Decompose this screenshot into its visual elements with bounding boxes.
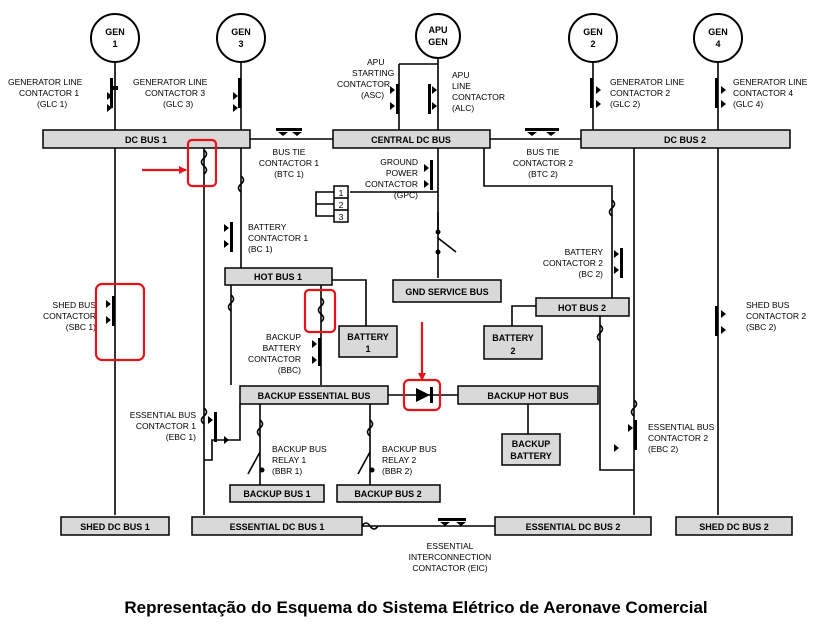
svg-text:BACKUP BUS 1: BACKUP BUS 1 xyxy=(243,489,310,499)
generator-gen-1: GEN 1 xyxy=(90,13,140,63)
svg-text:4: 4 xyxy=(715,39,720,49)
svg-text:APU: APU xyxy=(428,25,447,35)
svg-text:GEN: GEN xyxy=(105,27,125,37)
svg-text:BACKUP: BACKUP xyxy=(512,439,551,449)
bus-central-dc-bus: CENTRAL DC BUS xyxy=(332,129,491,149)
generator-gen-3: GEN 3 xyxy=(216,13,266,63)
svg-text:1: 1 xyxy=(112,39,117,49)
bus-backup-hot-bus: BACKUP HOT BUS xyxy=(457,385,599,405)
generator-apu: APU GEN xyxy=(415,13,461,59)
svg-text:1: 1 xyxy=(339,188,344,198)
generator-gen-4: GEN 4 xyxy=(693,13,743,63)
svg-text:DC BUS 2: DC BUS 2 xyxy=(664,135,706,145)
svg-text:2: 2 xyxy=(590,39,595,49)
svg-text:2: 2 xyxy=(339,200,344,210)
bus-backup-bus-1: BACKUP BUS 1 xyxy=(229,484,325,503)
battery-1: BATTERY 1 xyxy=(338,325,398,358)
fuse-symbols xyxy=(200,149,638,530)
svg-text:BACKUP ESSENTIAL BUS: BACKUP ESSENTIAL BUS xyxy=(258,391,371,401)
svg-text:GEN: GEN xyxy=(231,27,251,37)
svg-text:ESSENTIAL DC BUS 1: ESSENTIAL DC BUS 1 xyxy=(230,522,325,532)
bus-hot-bus-2: HOT BUS 2 xyxy=(535,297,630,317)
svg-text:2: 2 xyxy=(510,346,515,356)
bus-essential-dc-bus-1: ESSENTIAL DC BUS 1 xyxy=(191,516,363,536)
red-annotations xyxy=(94,138,442,412)
bus-shed-dc-bus-1: SHED DC BUS 1 xyxy=(60,516,170,536)
svg-text:GEN: GEN xyxy=(428,37,448,47)
svg-text:GND SERVICE BUS: GND SERVICE BUS xyxy=(405,287,488,297)
svg-text:1: 1 xyxy=(365,344,370,354)
svg-text:GEN: GEN xyxy=(583,27,603,37)
bus-essential-dc-bus-2: ESSENTIAL DC BUS 2 xyxy=(494,516,652,536)
svg-text:ESSENTIAL DC BUS 2: ESSENTIAL DC BUS 2 xyxy=(526,522,621,532)
svg-text:3: 3 xyxy=(339,212,344,222)
bus-backup-bus-2: BACKUP BUS 2 xyxy=(336,484,441,503)
bus-dc-bus-2: DC BUS 2 xyxy=(580,129,791,149)
bus-backup-essential-bus: BACKUP ESSENTIAL BUS xyxy=(239,385,389,405)
bus-gnd-service-bus: GND SERVICE BUS xyxy=(392,279,502,303)
svg-text:SHED DC BUS 2: SHED DC BUS 2 xyxy=(699,522,769,532)
bus-shed-dc-bus-2: SHED DC BUS 2 xyxy=(675,516,793,536)
bus-dc-bus-1: DC BUS 1 xyxy=(42,129,251,149)
svg-text:BACKUP HOT BUS: BACKUP HOT BUS xyxy=(487,391,568,401)
svg-text:CENTRAL DC BUS: CENTRAL DC BUS xyxy=(371,135,451,145)
svg-text:SHED DC BUS 1: SHED DC BUS 1 xyxy=(80,522,150,532)
contactor-symbols xyxy=(106,78,726,526)
svg-text:HOT BUS 1: HOT BUS 1 xyxy=(254,272,302,282)
svg-text:BACKUP BUS 2: BACKUP BUS 2 xyxy=(354,489,421,499)
svg-text:BATTERY: BATTERY xyxy=(492,333,534,343)
svg-text:BATTERY: BATTERY xyxy=(510,451,552,461)
svg-text:3: 3 xyxy=(238,39,243,49)
generator-gen-2: GEN 2 xyxy=(568,13,618,63)
svg-text:DC BUS 1: DC BUS 1 xyxy=(125,135,167,145)
svg-text:HOT BUS 2: HOT BUS 2 xyxy=(558,303,606,313)
backup-battery: BACKUP BATTERY xyxy=(501,433,561,466)
svg-text:GEN: GEN xyxy=(708,27,728,37)
bus-hot-bus-1: HOT BUS 1 xyxy=(224,267,333,286)
svg-text:BATTERY: BATTERY xyxy=(347,332,389,342)
caption: Representação do Esquema do Sistema Elét… xyxy=(124,598,708,617)
battery-2: BATTERY 2 xyxy=(483,325,543,360)
ground-power-connector: 1 2 3 xyxy=(315,185,349,223)
